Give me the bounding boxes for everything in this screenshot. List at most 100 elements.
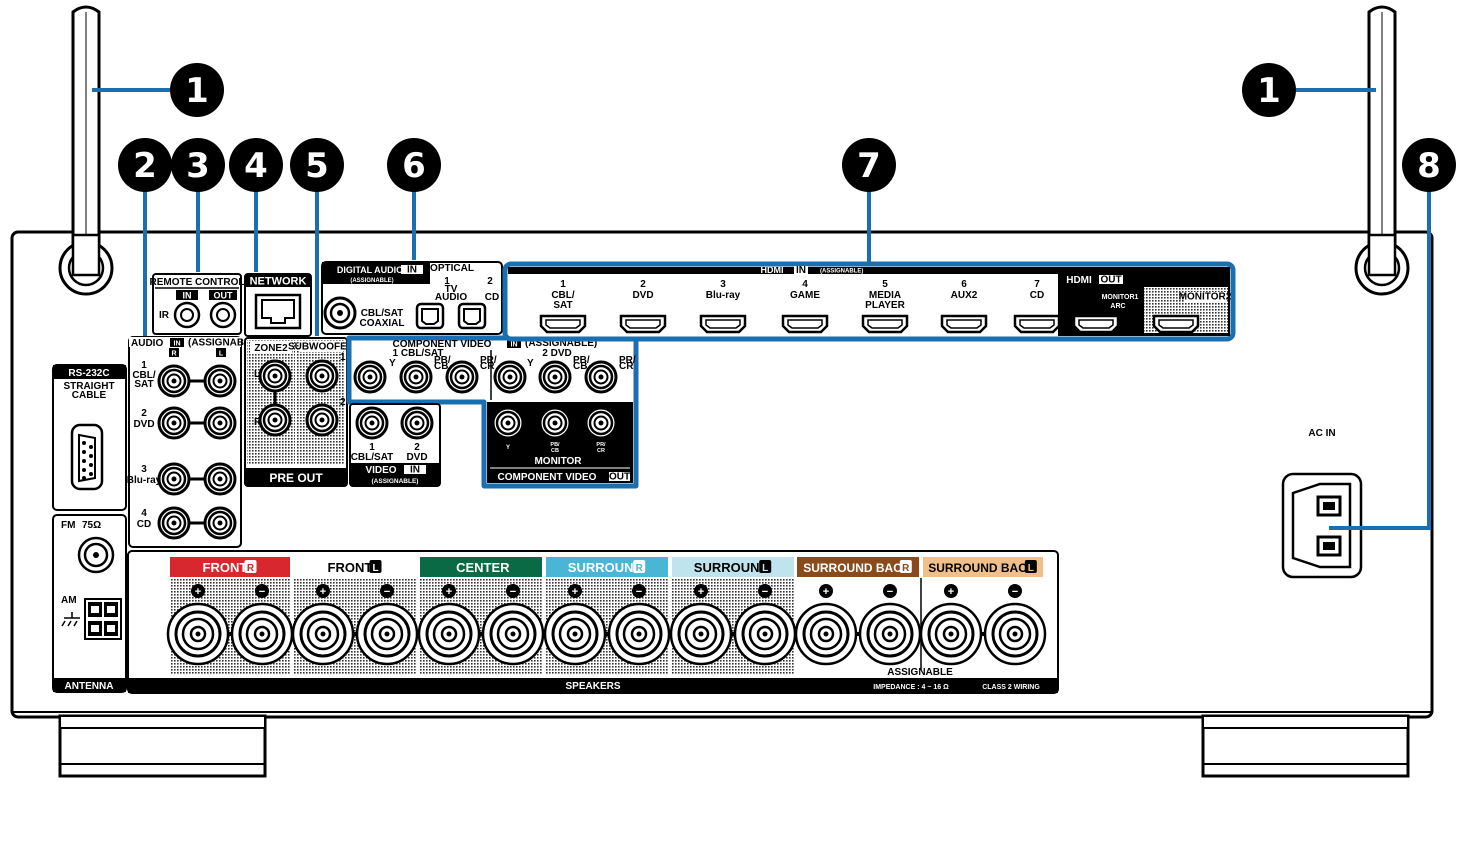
remote-out-label: OUT: [214, 291, 234, 301]
hdmi-in-5-port[interactable]: [861, 314, 909, 334]
speaker-terminal-minus[interactable]: [481, 602, 545, 666]
mon-pr-label: PR/: [596, 442, 606, 448]
speaker-minus-icon: −: [259, 586, 265, 598]
speaker-terminal-plus[interactable]: [543, 602, 607, 666]
optical1-port[interactable]: [415, 302, 445, 330]
hdmi-in-7-port[interactable]: [1013, 314, 1061, 334]
c2-pr-label: PR/: [619, 355, 636, 366]
sub2-label: 2: [340, 397, 346, 408]
fm-connector[interactable]: [77, 536, 115, 574]
c2-pb-label: PB/: [573, 355, 590, 366]
component-title: COMPONENT VIDEO: [393, 339, 492, 350]
speaker-terminal-minus[interactable]: [858, 602, 922, 666]
speaker-group-side: R: [247, 563, 255, 574]
component2-pb-jack[interactable]: [538, 360, 572, 394]
hdmi-title: HDMI: [761, 265, 784, 275]
callout-badge-5: 5: [290, 138, 344, 192]
hdmi-input-7: 7CD: [1013, 279, 1061, 334]
hdmi-in-4-port[interactable]: [781, 314, 829, 334]
speaker-terminal-plus[interactable]: [669, 602, 733, 666]
audio-1-r-jack[interactable]: [157, 364, 191, 398]
hdmi-in-2-port[interactable]: [619, 314, 667, 334]
ac-inlet[interactable]: [1281, 472, 1363, 579]
optical2-port[interactable]: [457, 302, 487, 330]
speaker-group-name: SURROUND: [694, 560, 769, 575]
hdmi-in-1-port[interactable]: [539, 314, 587, 334]
rs232c-port[interactable]: [70, 423, 104, 491]
hdmi-in-3-port[interactable]: [699, 314, 747, 334]
remote-out-jack[interactable]: [209, 301, 237, 329]
speaker-group-name: SURROUND BACK: [928, 561, 1036, 575]
audio-4-l-jack[interactable]: [203, 506, 237, 540]
hdmi-out-monitor1-port[interactable]: [1072, 314, 1120, 334]
speaker-minus-icon: −: [762, 586, 768, 598]
mon-cr-label: CR: [597, 448, 605, 454]
rs232c-sub2: CABLE: [72, 390, 107, 401]
ethernet-port[interactable]: [254, 293, 302, 330]
speaker-terminal-minus[interactable]: [230, 602, 294, 666]
coaxial-jack[interactable]: [323, 296, 357, 330]
audio-1-l-jack[interactable]: [203, 364, 237, 398]
assignable-label: ASSIGNABLE: [887, 667, 953, 678]
component1-pb-jack[interactable]: [399, 360, 433, 394]
component2-pr-jack[interactable]: [584, 360, 618, 394]
audio-3-l-jack[interactable]: [203, 462, 237, 496]
audio-2-l-jack[interactable]: [203, 406, 237, 440]
subwoofer1-jack[interactable]: [305, 359, 339, 393]
speaker-terminal-plus[interactable]: [417, 602, 481, 666]
hdmi-input-label: DVD: [632, 290, 653, 301]
network-title: NETWORK: [250, 276, 307, 288]
hdmi-input-num: 7: [1034, 279, 1040, 290]
zone2-r-jack[interactable]: [258, 403, 292, 437]
audio-in-badge: IN: [174, 341, 181, 348]
component-out-title: COMPONENT VIDEO: [498, 472, 597, 483]
speaker-group-name: CENTER: [456, 560, 510, 575]
speaker-terminal-minus[interactable]: [983, 602, 1047, 666]
speaker-terminal-minus[interactable]: [355, 602, 419, 666]
monitor-y-jack[interactable]: [491, 406, 525, 440]
audio-3-r-jack[interactable]: [157, 462, 191, 496]
speaker-terminal-plus[interactable]: [166, 602, 230, 666]
antenna-label: ANTENNA: [65, 681, 114, 692]
speaker-plus-icon: +: [823, 586, 829, 598]
monitor-pr-jack[interactable]: [584, 406, 618, 440]
speaker-terminal-plus[interactable]: [291, 602, 355, 666]
hdmi-input-num: 4: [802, 279, 808, 290]
hdmi-in-6-port[interactable]: [940, 314, 988, 334]
rs232c-sub1: STRAIGHT: [63, 381, 114, 392]
hdmi-input-num: 6: [961, 279, 967, 290]
c2-y-label: Y: [527, 358, 534, 369]
component1-y-jack[interactable]: [353, 360, 387, 394]
speaker-terminal-plus[interactable]: [919, 602, 983, 666]
audio-l-badge: L: [219, 351, 224, 358]
video-in-badge: IN: [410, 465, 420, 476]
subwoofer2-jack[interactable]: [305, 403, 339, 437]
monitor-pb-jack[interactable]: [538, 406, 572, 440]
audio-4-r-jack[interactable]: [157, 506, 191, 540]
audio-2-r-jack[interactable]: [157, 406, 191, 440]
hdmi-out-monitor2-port[interactable]: [1152, 314, 1200, 334]
component2-y-jack[interactable]: [493, 360, 527, 394]
remote-in-jack[interactable]: [173, 301, 201, 329]
am-terminal[interactable]: [84, 598, 122, 640]
video2-jack[interactable]: [400, 406, 434, 440]
speaker-terminal-minus[interactable]: [733, 602, 797, 666]
speaker-terminal-plus[interactable]: [794, 602, 858, 666]
speaker-terminal-minus[interactable]: [607, 602, 671, 666]
audio-input-label: DVD: [133, 419, 154, 430]
hdmi-input-label: CBL/: [551, 290, 575, 301]
zone2-l-jack[interactable]: [258, 359, 292, 393]
component1-pr-jack[interactable]: [445, 360, 479, 394]
callout-number: 8: [1417, 146, 1441, 186]
audio-input-label: CBL/: [132, 370, 156, 381]
component-video-out-section: Y PB/ CB PR/ CR MONITOR COMPONENT VIDEO …: [487, 402, 633, 483]
impedance-label: IMPEDANCE : 4 ~ 16 Ω: [873, 684, 949, 691]
video1-jack[interactable]: [355, 406, 389, 440]
hdmi-input-label: Blu-ray: [706, 290, 741, 301]
